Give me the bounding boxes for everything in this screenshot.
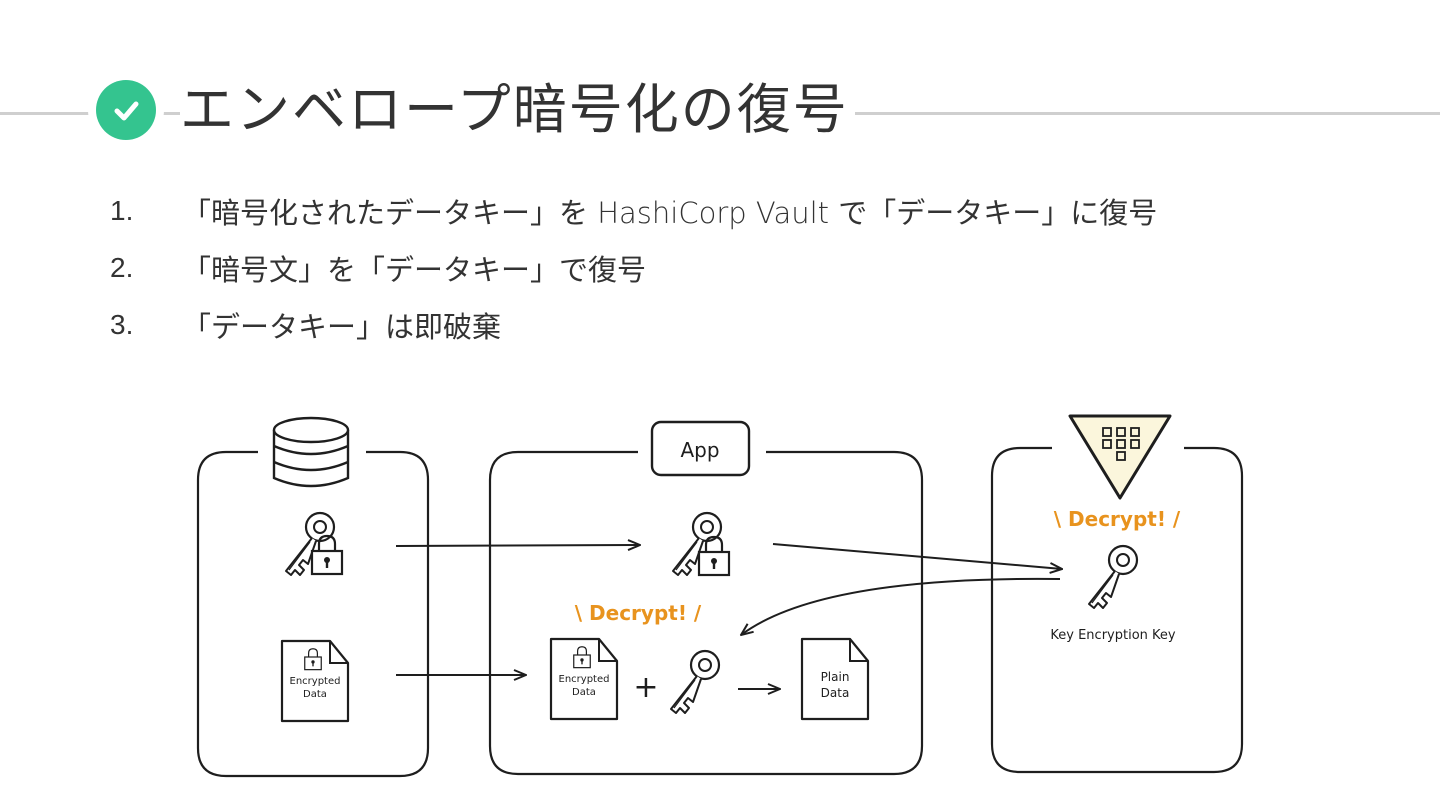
encrypted-data-key-icon xyxy=(671,511,731,577)
step-text: 「データキー」は即破棄 xyxy=(182,309,502,344)
data-key-icon xyxy=(669,649,721,715)
step-text: 「暗号文」を「データキー」で復号 xyxy=(182,252,647,287)
vault-logo-icon xyxy=(1068,414,1172,500)
step-text: 「暗号化されたデータキー」を HashiCorp Vault で「データキー」に… xyxy=(182,195,1158,230)
plain-data-document-icon: Plain Data xyxy=(800,637,870,721)
vault-panel: \ Decrypt! / Key Encryption Key xyxy=(990,414,1244,774)
slide-header: エンベロープ暗号化の復号 xyxy=(96,70,855,150)
plus-sign: + xyxy=(633,670,658,705)
flow-arrows xyxy=(395,543,1062,675)
step-number: 3. xyxy=(110,308,134,340)
kek-label: Key Encryption Key xyxy=(1050,628,1176,643)
arrow-vault-to-app-key xyxy=(741,577,1061,635)
step-number: 1. xyxy=(110,194,134,226)
key-encryption-key-icon xyxy=(1087,544,1139,610)
list-item: 1. 「暗号化されたデータキー」を HashiCorp Vault で「データキ… xyxy=(110,182,1157,239)
list-item: 2. 「暗号文」を「データキー」で復号 xyxy=(110,239,1157,296)
document-label: Encrypted xyxy=(559,674,610,685)
document-label: Plain xyxy=(821,670,850,684)
document-label: Data xyxy=(821,686,850,700)
slide-title: エンベロープ暗号化の復号 xyxy=(180,70,855,150)
database-panel: Encrypted Data xyxy=(196,416,430,778)
decrypt-label: \ Decrypt! / xyxy=(575,601,702,625)
document-label: Encrypted xyxy=(290,676,341,687)
arrow-db-key-to-app xyxy=(395,545,640,546)
arrow-app-key-to-vault xyxy=(772,543,1062,569)
encrypted-data-key-icon xyxy=(284,511,344,577)
step-number: 2. xyxy=(110,251,134,283)
app-label: App xyxy=(680,438,719,462)
app-panel: App \ Decrypt! / Encrypted Data + Plain … xyxy=(488,420,924,776)
document-label: Data xyxy=(572,687,596,698)
document-label: Data xyxy=(303,689,327,700)
decrypt-label: \ Decrypt! / xyxy=(1054,507,1181,531)
encrypted-data-document-icon: Encrypted Data xyxy=(280,639,350,723)
app-label-box xyxy=(650,420,751,477)
steps-list: 1. 「暗号化されたデータキー」を HashiCorp Vault で「データキ… xyxy=(110,182,1157,353)
list-item: 3. 「データキー」は即破棄 xyxy=(110,296,1157,353)
encrypted-data-document-icon: Encrypted Data xyxy=(549,637,619,721)
database-icon xyxy=(272,416,350,488)
check-circle-icon xyxy=(96,80,156,140)
